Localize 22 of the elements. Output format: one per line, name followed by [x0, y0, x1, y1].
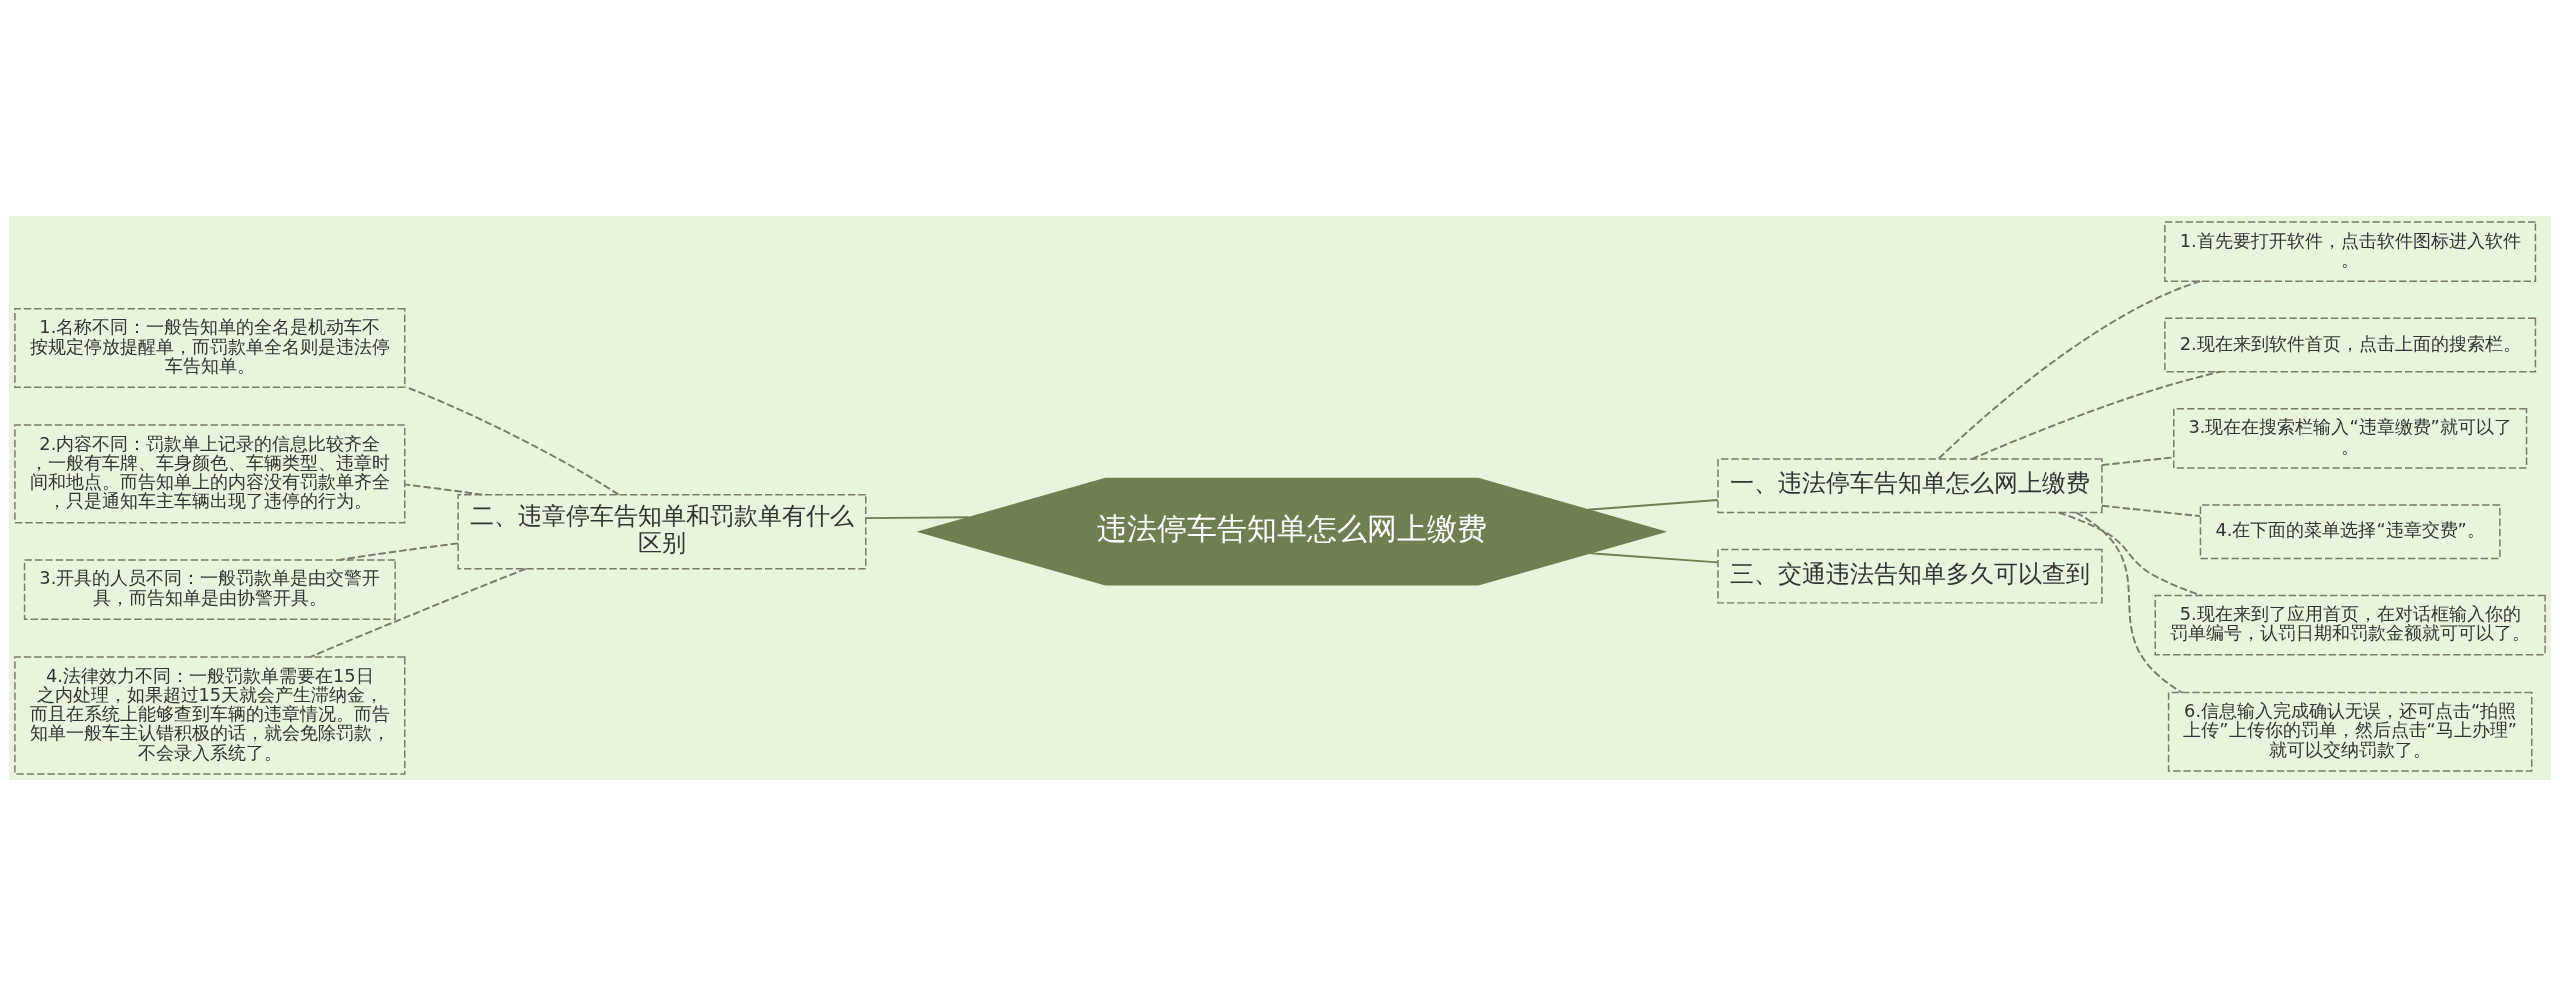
node-box: 2.内容不同：罚款单上记录的信息比较齐全，一般有车牌、车身颜色、车辆类型、违章时间和地点。而告知单上的内容没有罚款单齐全，只是通知车主车辆出现了违停的行为。 [14, 423, 406, 524]
node-box: 3.开具的人员不同：一般罚款单是由交警开具，而告知单是由协警开具。 [23, 558, 396, 620]
node-box: 1.名称不同：一般告知单的全名是机动车不按规定停放提醒单，而罚款单全名则是违法停车告知单。 [14, 307, 406, 388]
connector [2075, 511, 2183, 693]
connector [404, 385, 620, 496]
node-box: 一、违法停车告知单怎么网上缴费 [1717, 457, 2103, 513]
node-box: 2.现在来到软件首页，点击上面的搜索栏。 [2164, 317, 2537, 372]
connector [1586, 498, 1719, 511]
node-box: 1.首先要打开软件，点击软件图标进入软件。 [2164, 220, 2537, 282]
node-box: 4.在下面的菜单选择“违章交费”。 [2199, 503, 2501, 559]
connector [2100, 504, 2202, 517]
connector [338, 541, 459, 561]
node-box: 5.现在来到了应用首页，在对话框输入你的罚单编号，认罚日期和罚款金额就可可以了。 [2154, 594, 2546, 655]
node-box: 6.信息输入完成确认无误，还可点击“拍照上传”上传你的罚单，然后点击“马上办理”就可以交纳罚款了。 [2167, 691, 2533, 772]
node-box: 4.法律效力不同：一般罚款单需要在15日之内处理，如果超过15天就会产生滞纳金，而且在系统上能够查到车辆的违章情况。而告知单一般车主认错积极的话，就会免除罚款，不会录入系统了。 [14, 655, 406, 775]
connector [404, 483, 484, 496]
connector [1588, 551, 1719, 563]
node-box: 三、交通违法告知单多久可以查到 [1717, 548, 2103, 604]
node-box: 3.现在在搜索栏输入“违章缴费”就可以了。 [2173, 407, 2528, 469]
connector [865, 515, 971, 519]
connector [2057, 511, 2202, 596]
node-box: 二、违章停车告知单和罚款单有什么区别 [457, 493, 867, 569]
